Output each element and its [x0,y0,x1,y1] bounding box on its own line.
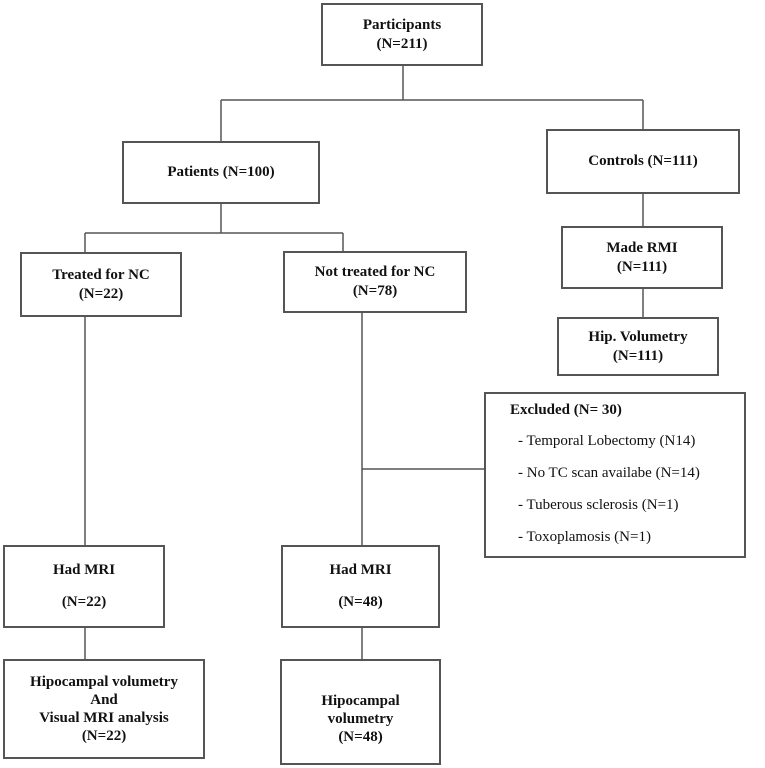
hip-volumetry-label: Hip. Volumetry [588,328,688,345]
hipocampal-volumetry-count: (N=48) [338,729,383,745]
hipocampal-visual-line1: Hipocampal volumetry [30,674,178,690]
treated-box: Treated for NC (N=22) [20,252,182,317]
participants-count: (N=211) [376,35,428,52]
made-rmi-box: Made RMI (N=111) [561,226,723,289]
treated-label: Treated for NC [52,266,150,283]
hipocampal-volumetry-line2: volumetry [327,711,394,727]
excluded-item: - Tuberous sclerosis (N=1) [518,497,679,513]
controls-box: Controls (N=111) [546,129,740,194]
excluded-box: Excluded (N= 30) - Temporal Lobectomy (N… [484,392,746,558]
hipocampal-visual-box: Hipocampal volumetry And Visual MRI anal… [3,659,205,759]
hip-volumetry-count: (N=111) [612,347,664,364]
not-treated-count: (N=78) [352,283,398,299]
participants-box: Participants (N=211) [321,3,483,66]
had-mri-treated-box: Had MRI (N=22) [3,545,165,628]
had-mri-not-treated-box: Had MRI (N=48) [281,545,440,628]
hip-volumetry-box: Hip. Volumetry (N=111) [557,317,719,376]
patients-box: Patients (N=100) [122,141,320,204]
patients-label: Patients (N=100) [167,164,275,181]
excluded-item: - No TC scan availabe (N=14) [518,465,700,481]
had-mri-treated-count: (N=22) [61,593,107,610]
participants-label: Participants [362,16,442,33]
hipocampal-visual-count: (N=22) [81,728,127,744]
not-treated-box: Not treated for NC (N=78) [283,251,467,313]
had-mri-treated-label: Had MRI [52,562,116,579]
not-treated-label: Not treated for NC [314,264,436,281]
excluded-item: - Toxoplamosis (N=1) [518,529,651,545]
excluded-list: - Temporal Lobectomy (N14) - No TC scan … [512,425,734,553]
made-rmi-count: (N=111) [616,258,668,275]
hipocampal-volumetry-box: Hipocampal volumetry (N=48) [280,659,441,765]
excluded-item: - Temporal Lobectomy (N14) [518,433,696,449]
hipocampal-volumetry-line1: Hipocampal [321,693,400,709]
made-rmi-label: Made RMI [606,239,678,256]
had-mri-not-treated-label: Had MRI [329,562,392,579]
excluded-title: Excluded (N= 30) [510,402,622,418]
hipocampal-visual-line2: And [90,692,118,708]
had-mri-not-treated-count: (N=48) [338,593,383,610]
hipocampal-visual-line3: Visual MRI analysis [39,710,169,726]
controls-label: Controls (N=111) [588,153,698,170]
treated-count: (N=22) [78,285,124,302]
